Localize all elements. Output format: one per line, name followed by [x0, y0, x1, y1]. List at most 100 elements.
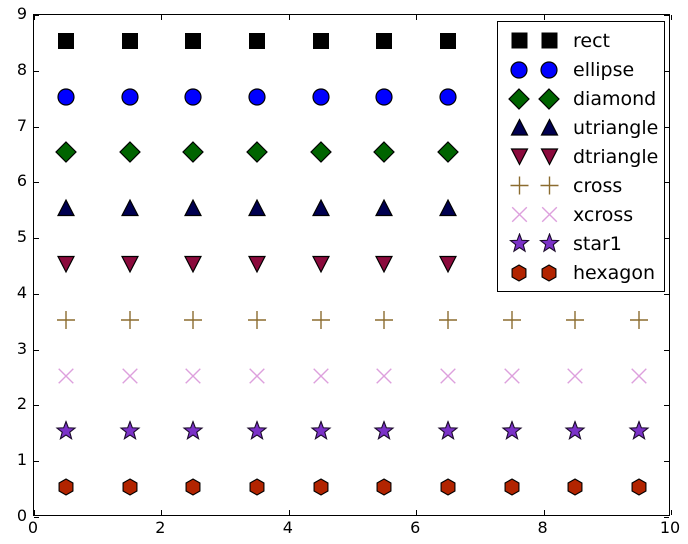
legend-marker-triangle-up-icon: [504, 118, 534, 137]
data-point-ellipse: [120, 88, 139, 110]
data-point-star1: [182, 420, 204, 446]
y-tick: [34, 517, 39, 518]
legend-item-hexagon: hexagon: [504, 258, 658, 287]
legend-item-ellipse: ellipse: [504, 55, 658, 84]
legend-marker-circle-icon: [504, 60, 534, 79]
data-point-cross: [566, 310, 585, 333]
legend-item-star1: star1: [504, 229, 658, 258]
data-point-cross: [375, 310, 394, 333]
x-tick-label: 4: [282, 518, 293, 537]
legend-item-rect: rect: [504, 26, 658, 55]
data-point-utriangle: [439, 198, 458, 222]
data-point-utriangle: [184, 198, 203, 222]
data-point-xcross: [375, 366, 394, 389]
data-point-star1: [55, 420, 77, 446]
legend-label: star1: [573, 232, 622, 255]
y-tick-label: 6: [16, 171, 27, 191]
y-tick-label: 1: [16, 450, 27, 470]
data-point-diamond: [437, 141, 459, 167]
data-point-rect: [376, 32, 393, 53]
data-point-ellipse: [312, 88, 330, 110]
x-tick-top: [288, 15, 290, 20]
data-point-cross: [311, 310, 330, 333]
data-point-star1: [373, 420, 395, 446]
data-point-cross: [439, 310, 458, 333]
legend-marker-triangle-down-icon: [504, 147, 534, 166]
data-point-xcross: [502, 366, 521, 389]
legend-marker-triangle-down-icon: [534, 147, 564, 166]
data-point-diamond: [54, 141, 77, 167]
data-point-ellipse: [184, 88, 202, 110]
x-tick-top: [161, 15, 163, 20]
x-tick: [543, 510, 545, 515]
data-point-utriangle: [375, 198, 394, 222]
data-point-hexagon: [439, 478, 457, 500]
y-tick: [34, 182, 39, 184]
y-tick: [34, 461, 39, 463]
data-point-rect: [440, 32, 457, 53]
x-tick-top: [543, 15, 545, 20]
data-point-hexagon: [566, 478, 584, 500]
x-tick-top: [671, 15, 672, 20]
data-point-hexagon: [248, 478, 266, 500]
data-point-star1: [310, 420, 332, 446]
data-point-rect: [185, 32, 202, 53]
y-tick-right: [664, 405, 669, 407]
data-point-xcross: [439, 366, 458, 389]
legend-marker-star-icon: [504, 233, 534, 254]
data-point-dtriangle: [439, 255, 458, 278]
y-tick-right: [664, 126, 669, 128]
data-point-cross: [120, 310, 139, 333]
y-tick-right: [664, 15, 669, 16]
y-tick-label: 5: [16, 227, 27, 247]
legend-item-diamond: diamond: [504, 84, 658, 113]
legend-marker-square-icon: [534, 32, 564, 49]
legend-marker-circle-icon: [534, 60, 564, 79]
data-point-utriangle: [120, 198, 139, 222]
x-tick-label: 2: [155, 518, 166, 537]
y-tick-label: 3: [16, 338, 27, 358]
legend-label: hexagon: [573, 261, 656, 284]
data-point-star1: [501, 420, 523, 446]
data-point-rect: [312, 32, 329, 53]
x-tick-top: [34, 15, 35, 20]
y-tick-right: [664, 517, 669, 518]
y-tick: [34, 293, 39, 295]
data-point-xcross: [247, 366, 266, 389]
data-point-hexagon: [57, 478, 75, 500]
legend-item-utriangle: utriangle: [504, 113, 658, 142]
data-point-diamond: [309, 141, 332, 167]
data-point-dtriangle: [184, 255, 203, 278]
data-point-ellipse: [439, 88, 457, 110]
x-tick: [671, 510, 672, 515]
data-point-star1: [564, 420, 586, 446]
data-point-hexagon: [630, 478, 648, 500]
data-point-rect: [57, 32, 74, 53]
y-tick: [34, 405, 39, 407]
data-point-utriangle: [311, 198, 330, 222]
legend-marker-plus-icon: [504, 176, 534, 195]
y-tick: [34, 70, 39, 72]
y-tick-right: [664, 238, 669, 240]
data-point-ellipse: [248, 88, 266, 110]
legend-label: cross: [573, 174, 623, 197]
legend-item-dtriangle: dtriangle: [504, 142, 658, 171]
x-tick-label: 0: [27, 518, 39, 537]
y-tick-label: 2: [16, 394, 27, 414]
data-point-xcross: [120, 366, 139, 389]
x-tick-label: 6: [410, 518, 421, 537]
x-tick: [34, 510, 35, 515]
data-point-diamond: [373, 141, 396, 167]
data-point-cross: [247, 310, 266, 333]
legend-marker-diamond-icon: [504, 87, 534, 110]
data-point-diamond: [182, 141, 205, 167]
data-point-dtriangle: [311, 255, 330, 278]
y-tick-right: [664, 349, 669, 351]
data-point-utriangle: [247, 198, 266, 222]
legend-marker-triangle-up-icon: [534, 118, 564, 137]
data-point-ellipse: [57, 88, 75, 110]
y-tick: [34, 349, 39, 351]
x-tick-top: [416, 15, 418, 20]
x-tick: [416, 510, 418, 515]
